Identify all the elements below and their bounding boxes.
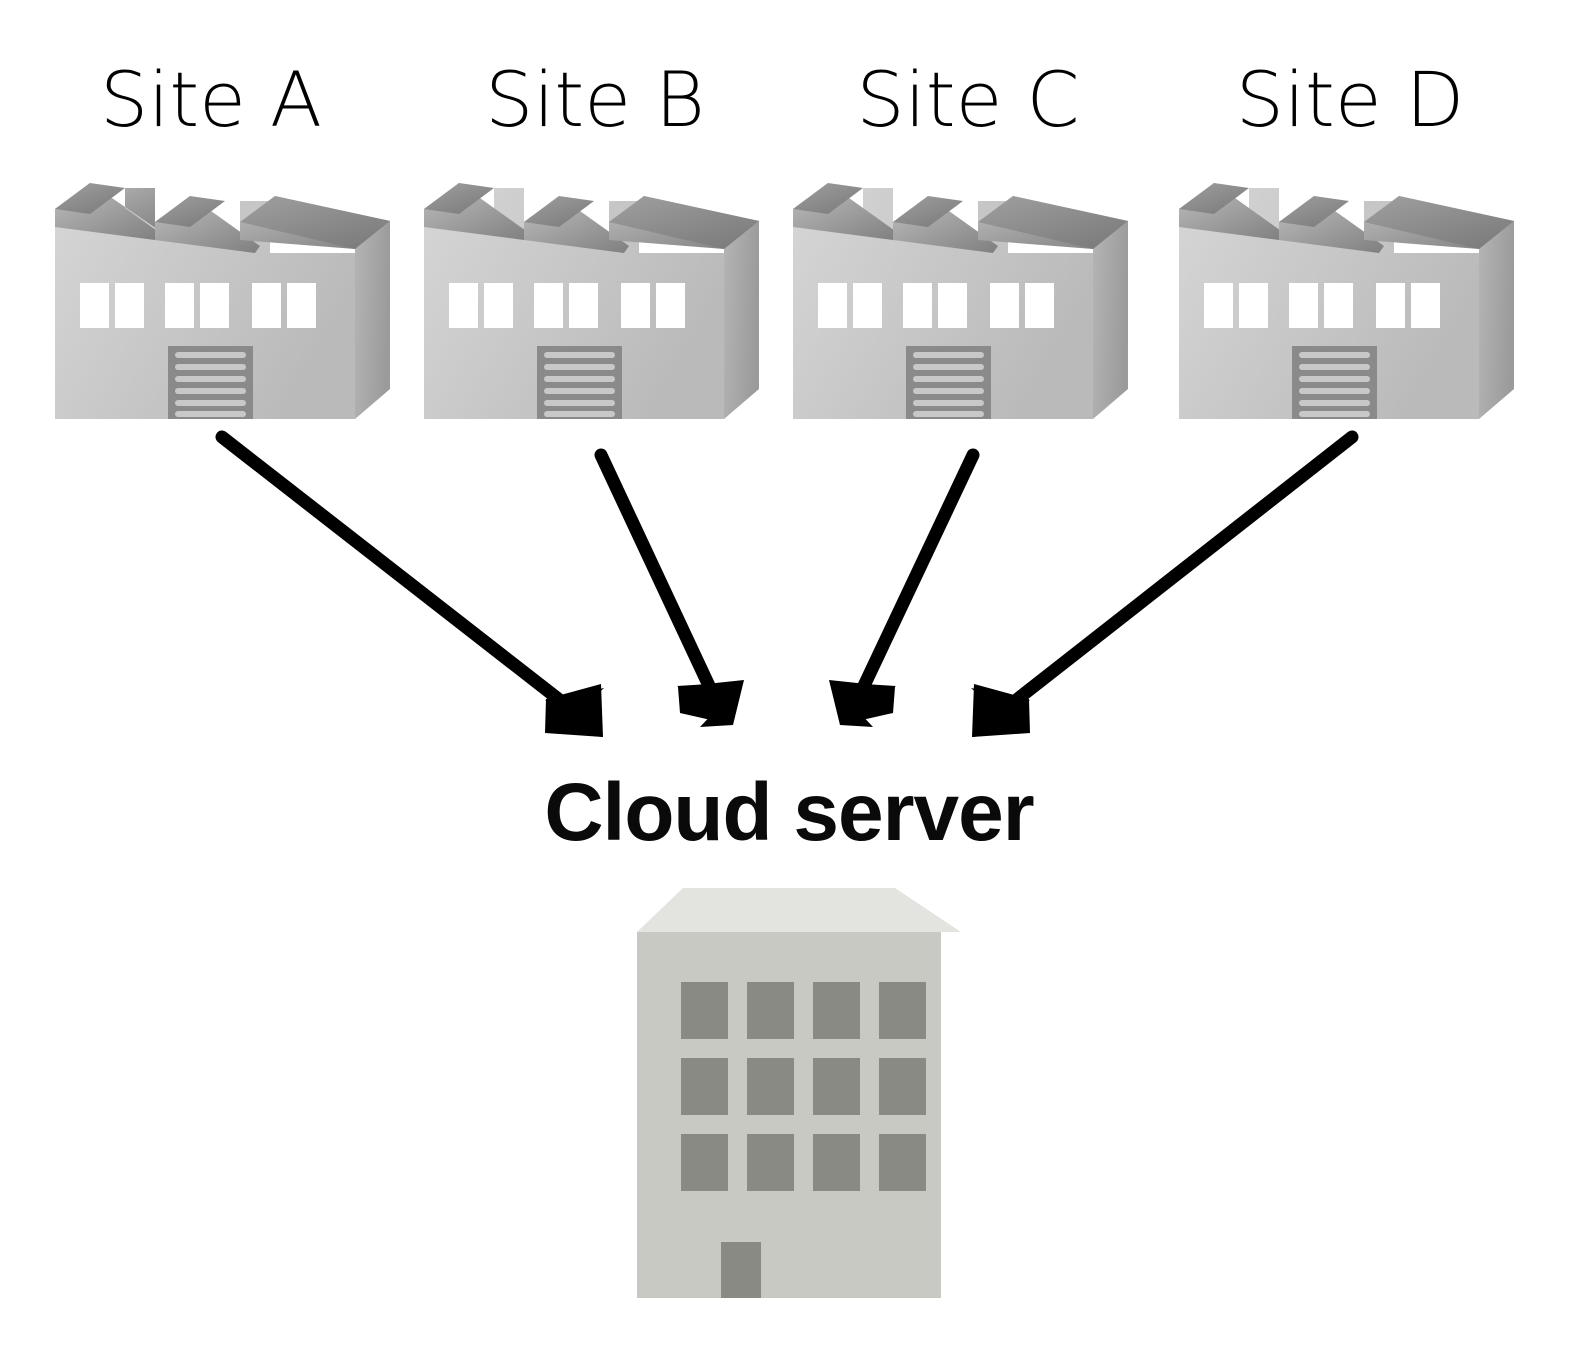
arrow-site-a-to-server xyxy=(215,430,604,737)
cloud-server-label: Cloud server xyxy=(544,767,1034,858)
factory-icon-site-c xyxy=(793,183,1128,419)
site-label-b: Site B xyxy=(485,55,705,144)
factory-icon-site-d xyxy=(1179,183,1514,419)
site-label-c: Site C xyxy=(856,55,1080,144)
building-door xyxy=(721,1242,761,1298)
factory-icon-site-a xyxy=(50,153,395,423)
factory-icon-site-b xyxy=(424,183,759,419)
office-building-icon xyxy=(617,880,961,1305)
arrow-site-d-to-server xyxy=(971,430,1359,737)
site-label-d: Site D xyxy=(1235,55,1465,144)
arrow-site-c-to-server xyxy=(829,448,980,727)
site-label-a: Site A xyxy=(99,55,323,144)
arrow-site-b-to-server xyxy=(594,448,744,727)
